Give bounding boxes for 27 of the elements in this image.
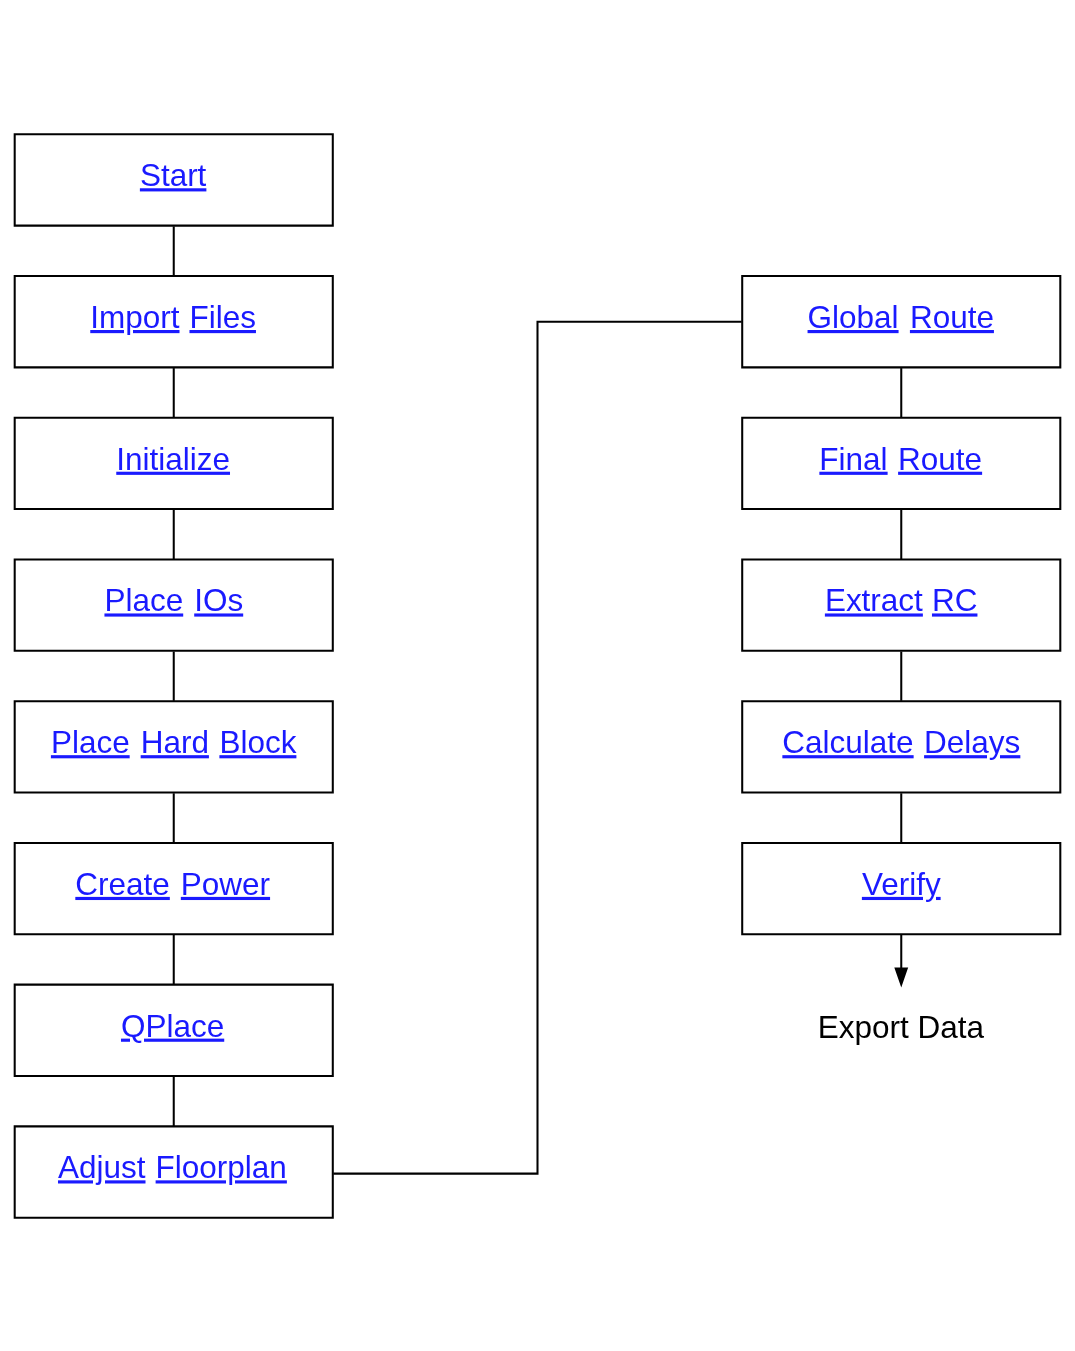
node-box: Start	[13, 132, 334, 227]
node-box: QPlace	[13, 983, 334, 1077]
connector	[172, 792, 175, 843]
connector	[900, 367, 903, 417]
node-box: Final Route	[741, 416, 1062, 510]
connector	[900, 792, 903, 843]
node-text: Export Data	[817, 1008, 985, 1045]
node-box: Global Route	[741, 274, 1062, 368]
connector	[900, 651, 903, 701]
connector	[172, 509, 175, 559]
node-box: Place IOs	[13, 557, 334, 652]
node-box: Place Hard Block	[13, 699, 334, 794]
connector	[172, 367, 175, 417]
node-box: Verify	[741, 841, 1062, 935]
connector	[172, 934, 175, 984]
connector	[172, 1076, 175, 1126]
arrow	[894, 934, 909, 987]
connector	[333, 320, 742, 1175]
connector	[172, 225, 175, 276]
connector	[172, 651, 175, 701]
node-box: Create Power	[13, 841, 334, 935]
node-box: Calculate Delays	[741, 699, 1062, 794]
node-box: Extract RC	[741, 557, 1062, 652]
connector	[900, 509, 903, 559]
node-box: Initialize	[13, 416, 334, 510]
node-box: Import Files	[13, 274, 334, 368]
node-box: Adjust Floorplan	[13, 1124, 334, 1219]
